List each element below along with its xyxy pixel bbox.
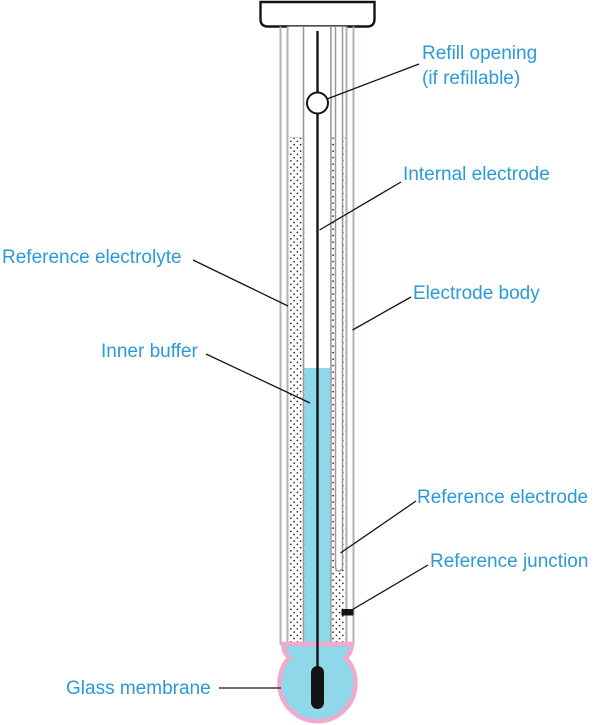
electrode-cap (259, 0, 376, 28)
label-reference-electrolyte: Reference electrolyte (2, 247, 182, 268)
reference-electrode-tube (334, 27, 344, 572)
refill-opening-circle (306, 91, 329, 115)
internal-electrode-tip (311, 666, 324, 709)
leader-electrode-body (352, 296, 412, 331)
leader-inner-buffer (205, 353, 311, 404)
reference-junction-mark (341, 609, 354, 616)
label-reference-junction: Reference junction (430, 551, 589, 572)
label-refill-opening: Refill opening (if refillable) (422, 43, 538, 89)
leader-reference-electrolyte (192, 259, 289, 307)
label-inner-buffer: Inner buffer (101, 341, 198, 362)
label-electrode-body: Electrode body (413, 283, 540, 304)
leader-reference-electrode (340, 500, 417, 554)
label-glass-membrane: Glass membrane (66, 678, 211, 699)
leader-internal-electrode (319, 181, 402, 231)
leader-refill-opening (326, 63, 420, 100)
leader-reference-junction (349, 564, 429, 612)
label-internal-electrode: Internal electrode (403, 164, 550, 185)
label-reference-electrode: Reference electrode (417, 487, 589, 508)
